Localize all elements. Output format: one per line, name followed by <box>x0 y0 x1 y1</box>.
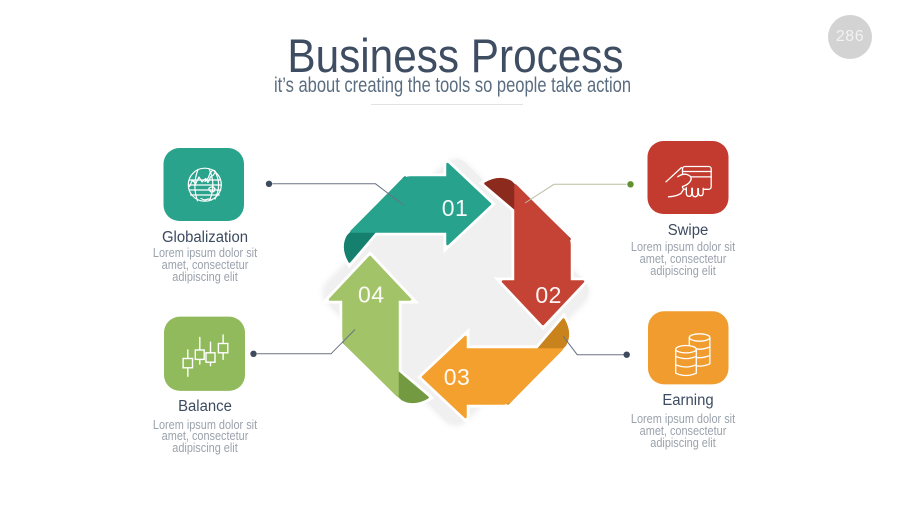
svg-text:02: 02 <box>535 282 562 308</box>
svg-text:03: 03 <box>444 364 471 390</box>
svg-text:04: 04 <box>358 282 385 308</box>
svg-text:01: 01 <box>442 195 469 221</box>
